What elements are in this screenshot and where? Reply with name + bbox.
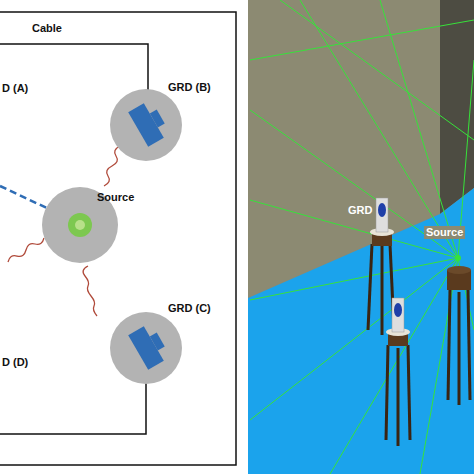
scene-label: GRD [346,204,374,217]
node-label: Source [97,191,134,204]
radiation-wave [83,266,97,316]
radiation-wave [104,146,120,186]
detector-node: GRD (B) [110,89,182,161]
scene-label: Source [424,226,465,239]
detector-symbol [128,322,171,370]
source-stand [447,255,471,405]
cable-label: Cable [32,22,62,35]
node-shape [110,89,182,161]
radiation-wave [8,238,44,262]
node-label: GRD (C) [168,302,211,315]
detector-symbol [128,99,171,147]
base-circle [110,312,182,384]
node-label: GRD (B) [168,81,211,94]
detector-stand [368,198,394,335]
ray-lines [250,0,474,474]
detector-stand [386,298,410,446]
detector-label: D (A) [2,82,28,95]
node-shape [110,312,182,384]
cable-wire [0,382,146,434]
base-circle [110,89,182,161]
detector-node: GRD (C) [110,312,182,384]
source-core [68,213,92,237]
source-core [75,220,85,230]
floor [248,188,474,474]
panel-frame [0,12,236,465]
back-wall [248,0,474,474]
side-wall [440,0,474,214]
detector-label: D (D) [2,356,28,369]
source-node: Source [42,187,118,263]
